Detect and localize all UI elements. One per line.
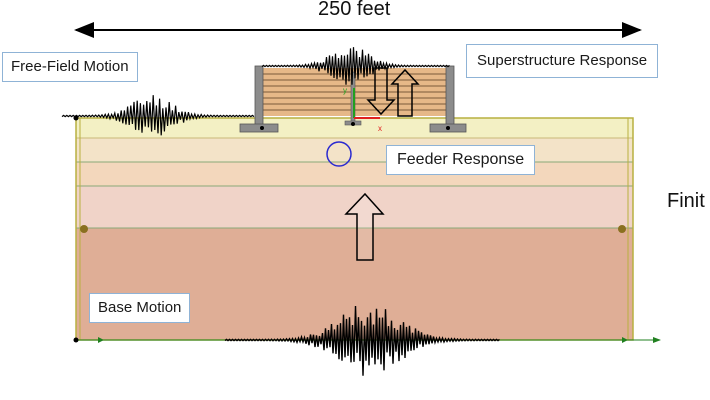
feeder-circle [326,141,352,167]
footing-node [260,126,264,130]
base-seismogram [224,305,500,376]
side-text: Finit [667,190,705,212]
footing-node [446,126,450,130]
soil-layer-4 [76,186,633,228]
base-motion-label: Base Motion [89,293,191,323]
base-arrow-marker [622,337,628,343]
upward-small-hollow-arrow [390,68,420,117]
axis-x-label: x [378,124,382,133]
soil-layer-1 [76,118,633,138]
superstructure-seismogram [261,47,450,85]
right-wall [445,65,455,127]
left-wall [254,65,264,127]
upward-hollow-arrow [344,192,385,261]
soil-layer-2 [76,138,633,162]
dashpot-right [618,225,626,233]
base-arrow-marker [98,337,104,343]
dimension-label: 250 feet [318,0,391,20]
downward-hollow-arrow [366,67,396,116]
superstructure-response-label: Superstructure Response [466,44,659,78]
axis-marker: y x [343,86,382,133]
base-node [73,337,79,343]
axis-y-label: y [343,86,347,95]
soil-layer-3 [76,162,633,186]
free-field-motion-label: Free-Field Motion [2,52,138,82]
free-field-seismogram [61,95,255,136]
left-footing [239,123,279,133]
building [239,65,467,133]
dashpot-left [80,225,88,233]
feeder-response-label: Feeder Response [386,145,536,175]
footing-node [351,122,355,126]
